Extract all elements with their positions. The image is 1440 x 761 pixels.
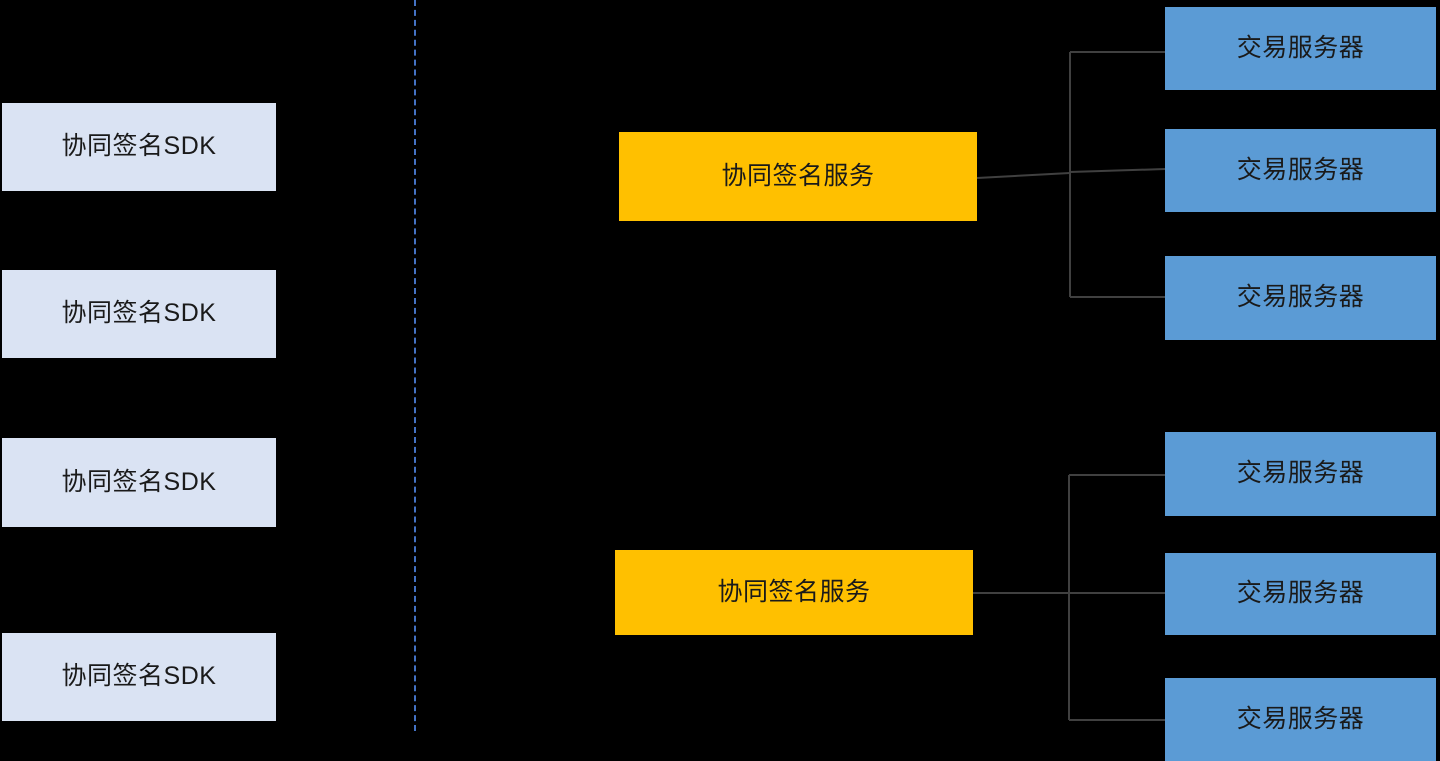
transaction-server-node-3[interactable]: 交易服务器 (1165, 256, 1436, 340)
client-server-divider (414, 0, 416, 731)
sdk-node-3[interactable]: 协同签名SDK (2, 438, 276, 527)
sdk-node-1[interactable]: 协同签名SDK (2, 103, 276, 191)
transaction-server-node-2[interactable]: 交易服务器 (1165, 129, 1436, 212)
sdk-node-2-label: 协同签名SDK (61, 299, 217, 328)
transaction-server-node-5[interactable]: 交易服务器 (1165, 553, 1436, 635)
transaction-server-node-6[interactable]: 交易服务器 (1165, 678, 1436, 761)
sdk-node-4[interactable]: 协同签名SDK (2, 633, 276, 721)
transaction-server-node-4[interactable]: 交易服务器 (1165, 432, 1436, 516)
transaction-server-node-3-label: 交易服务器 (1236, 283, 1365, 312)
signature-service-node-1-label: 协同签名服务 (721, 161, 875, 190)
transaction-server-node-1-label: 交易服务器 (1236, 33, 1365, 62)
sdk-node-4-label: 协同签名SDK (61, 662, 217, 691)
transaction-server-node-1[interactable]: 交易服务器 (1165, 7, 1436, 90)
transaction-server-node-4-label: 交易服务器 (1236, 459, 1365, 488)
sdk-node-3-label: 协同签名SDK (61, 467, 217, 496)
sdk-node-1-label: 协同签名SDK (61, 132, 217, 161)
signature-service-node-2[interactable]: 协同签名服务 (615, 550, 973, 635)
connector-upper-branch-2 (1069, 168, 1166, 173)
connector-upper-source-to-trunk (976, 172, 1071, 179)
sdk-node-2[interactable]: 协同签名SDK (2, 270, 276, 358)
signature-service-node-2-label: 协同签名服务 (717, 577, 871, 606)
transaction-server-node-6-label: 交易服务器 (1236, 704, 1365, 733)
transaction-server-node-2-label: 交易服务器 (1236, 155, 1365, 184)
transaction-server-node-5-label: 交易服务器 (1236, 579, 1365, 608)
signature-service-node-1[interactable]: 协同签名服务 (619, 132, 977, 221)
